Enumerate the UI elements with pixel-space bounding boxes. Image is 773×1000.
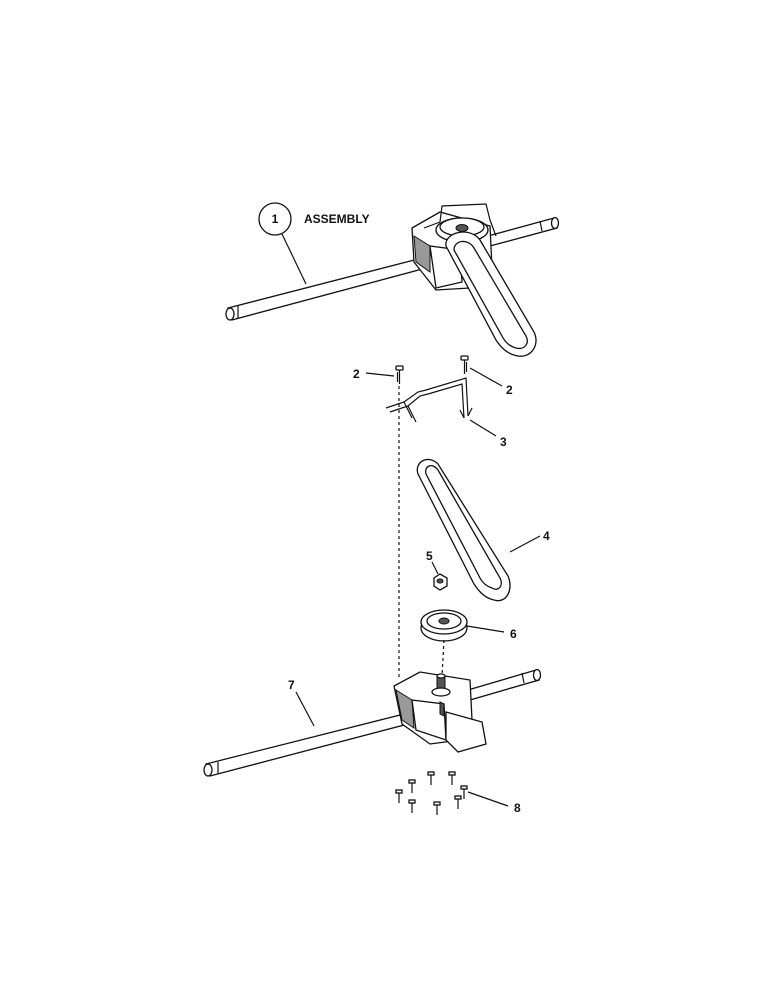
label-part-5: 5 (426, 549, 433, 563)
assembly-callout (258, 202, 307, 285)
label-part-8: 8 (514, 801, 521, 815)
screw-right (460, 355, 503, 387)
assembly-belt (445, 231, 537, 357)
nut (431, 561, 448, 591)
pulley (420, 609, 505, 642)
label-part-3: 3 (500, 435, 507, 449)
assembly-wire-guide (423, 203, 497, 237)
bolts (395, 771, 509, 815)
label-part-6: 6 (510, 627, 517, 641)
assembly-number: 1 (272, 212, 279, 226)
label-part-7: 7 (288, 678, 295, 692)
screw-left (365, 365, 404, 384)
assembly-label: ASSEMBLY (304, 212, 370, 226)
label-part-2-left: 2 (353, 367, 360, 381)
alignment-lines (398, 386, 445, 680)
wire-guide (385, 377, 497, 437)
label-part-2-right: 2 (506, 383, 513, 397)
belt (416, 458, 541, 602)
assembly-shaft (225, 216, 560, 321)
assembly-view (225, 202, 560, 357)
label-part-4: 4 (543, 529, 550, 543)
gearbox-with-shaft (203, 668, 542, 777)
